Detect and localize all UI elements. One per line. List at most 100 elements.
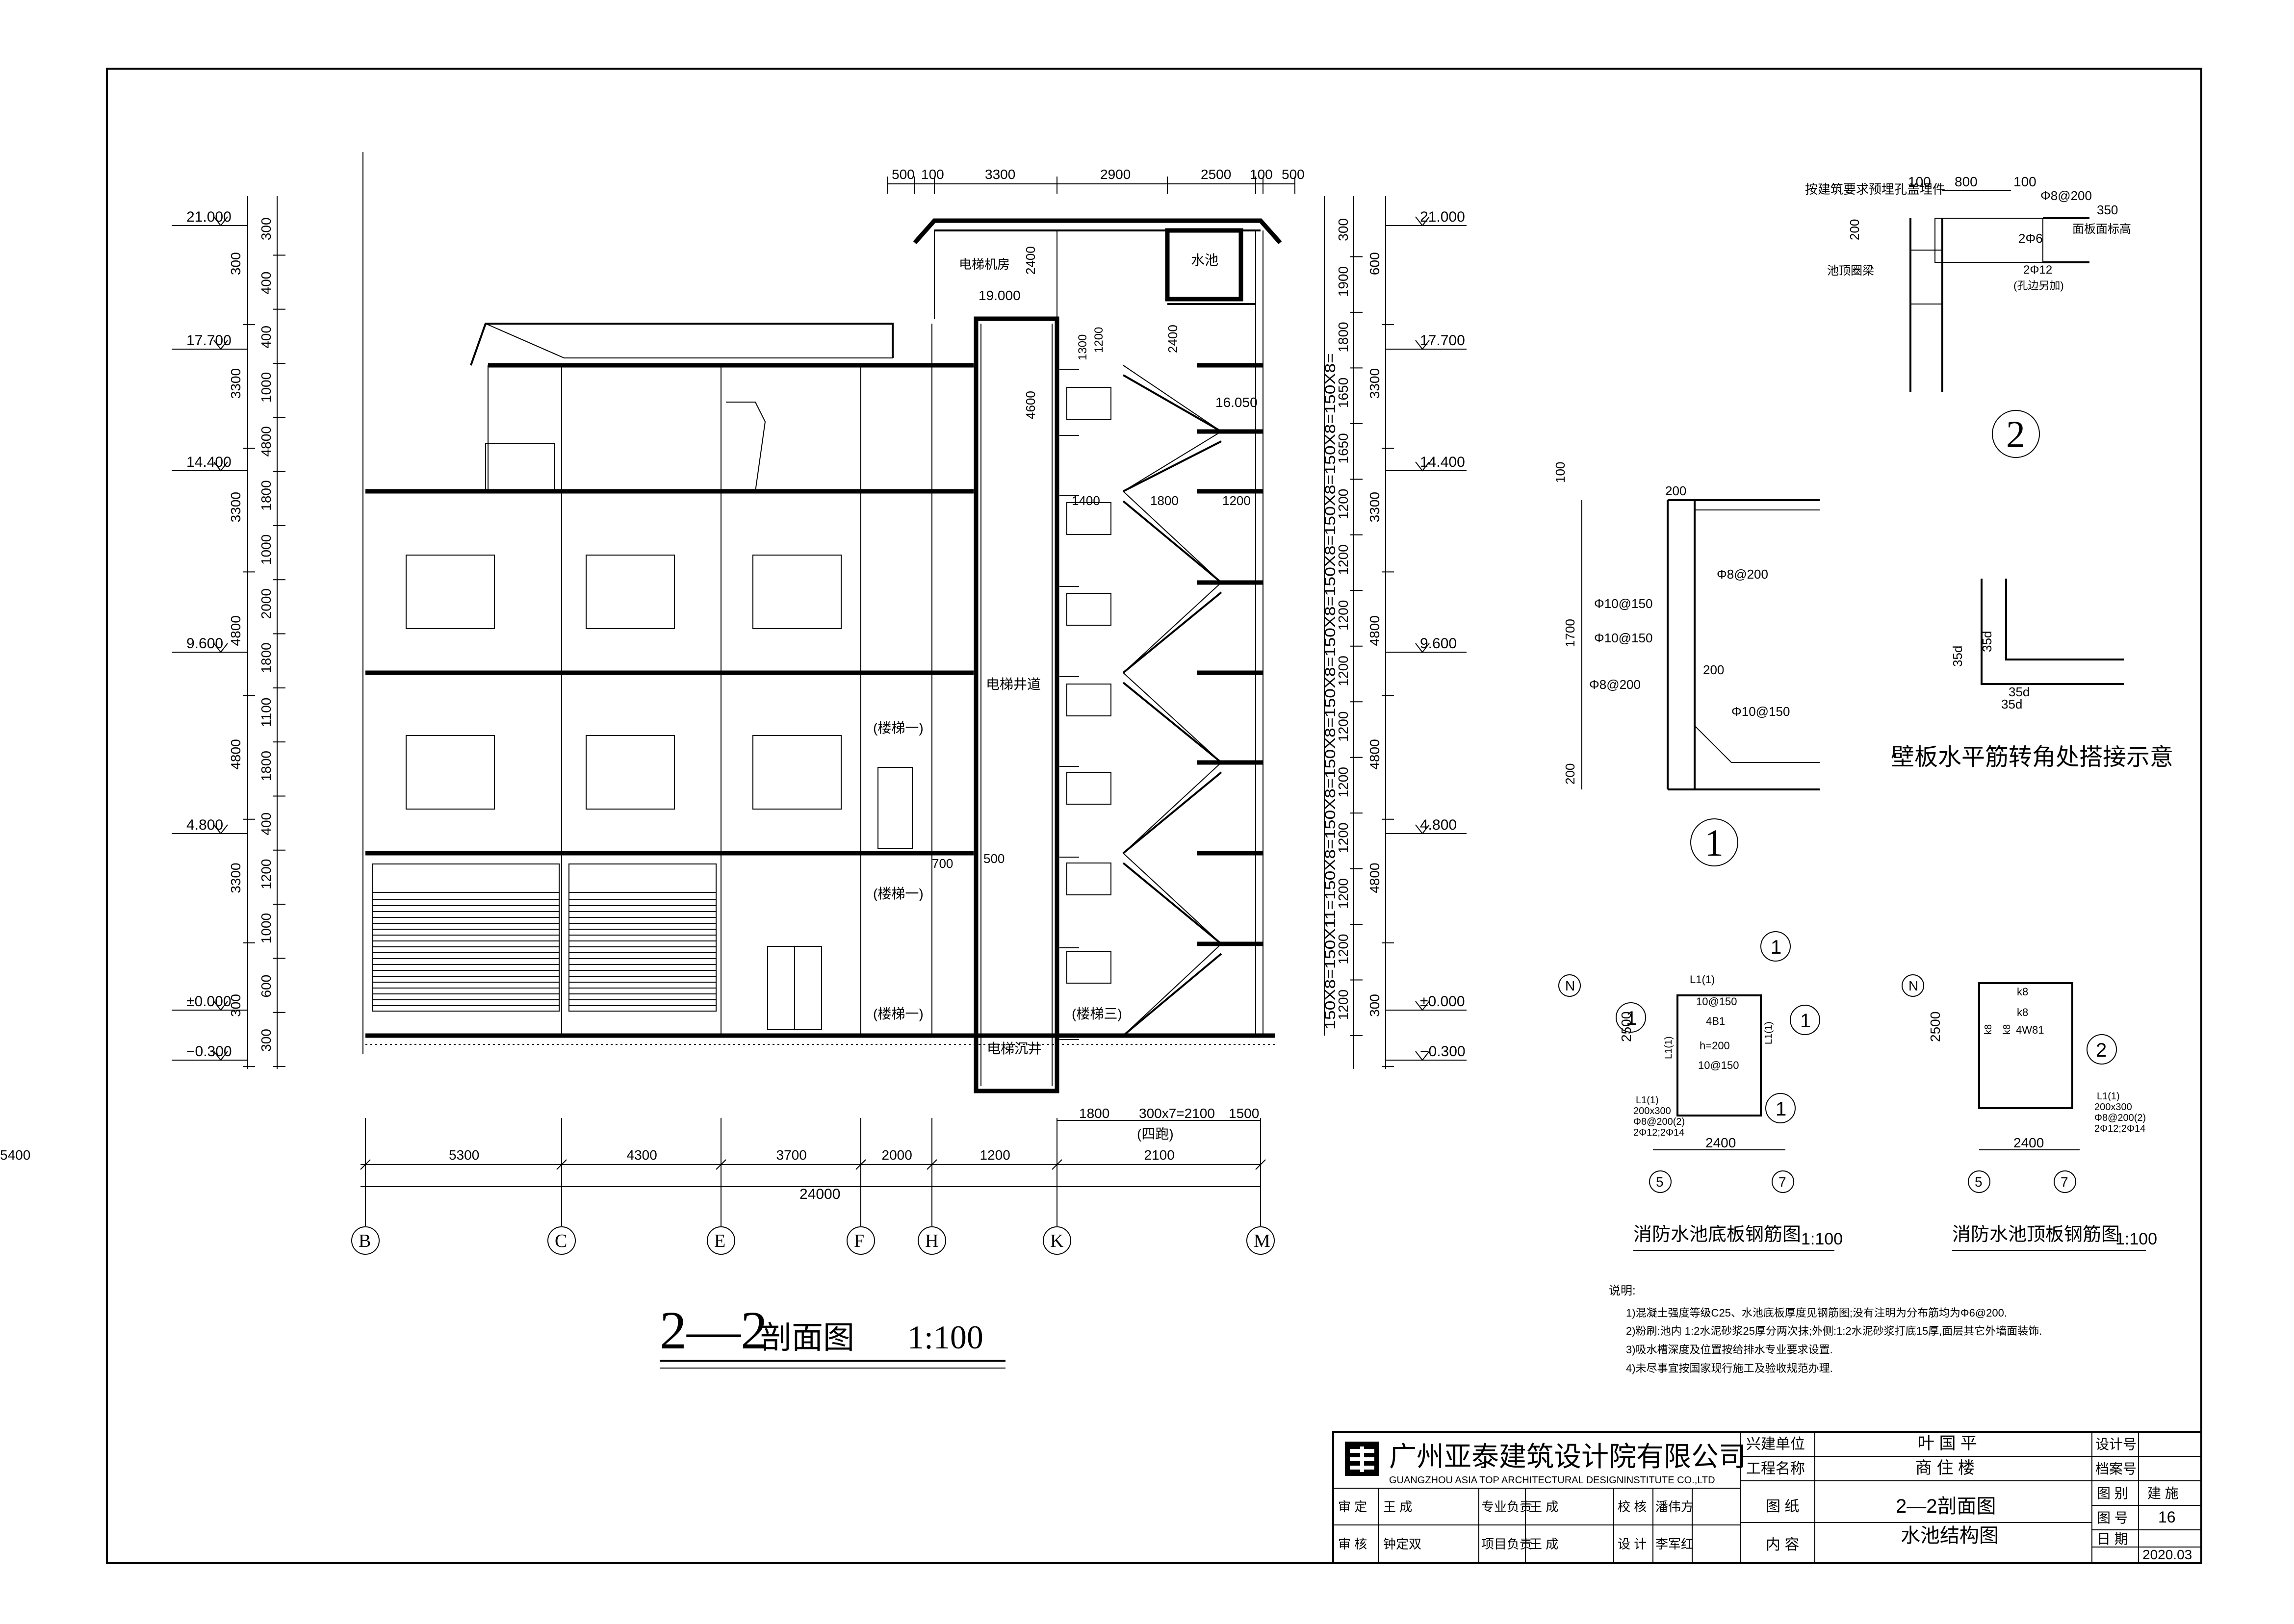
dimension-label: 1650 bbox=[1336, 378, 1351, 408]
svg-text:10@150: 10@150 bbox=[1698, 1059, 1739, 1071]
svg-text:3)吸水槽深度及位置按给排水专业要求设置.: 3)吸水槽深度及位置按给排水专业要求设置. bbox=[1626, 1344, 1833, 1356]
svg-text:2Φ12;2Φ14: 2Φ12;2Φ14 bbox=[1633, 1127, 1684, 1138]
elevation-label: ±0.000 bbox=[1420, 993, 1465, 1010]
svg-text:档案号: 档案号 bbox=[2095, 1461, 2137, 1476]
windows-floor2 bbox=[406, 735, 842, 810]
dimension-label: 1650 bbox=[1336, 433, 1351, 463]
axis-label: K bbox=[1050, 1231, 1064, 1251]
svg-text:k8: k8 bbox=[2017, 986, 2028, 998]
label-stair3: (楼梯三) bbox=[1072, 1006, 1122, 1021]
dimension-label: 1000 bbox=[258, 534, 274, 565]
label-elev-19: 19.000 bbox=[979, 288, 1021, 303]
svg-text:2Φ6: 2Φ6 bbox=[2018, 231, 2043, 246]
svg-text:王 成: 王 成 bbox=[1383, 1499, 1412, 1514]
svg-text:项目负责: 项目负责 bbox=[1481, 1537, 1532, 1551]
svg-text:800: 800 bbox=[1955, 174, 1978, 189]
svg-text:2—2剖面图: 2—2剖面图 bbox=[1896, 1496, 1996, 1517]
dimension-label: 300 bbox=[258, 1029, 274, 1052]
svg-text:7: 7 bbox=[2061, 1174, 2068, 1190]
elevation-label: 9.600 bbox=[1420, 635, 1457, 652]
dimension-label: 1200 bbox=[980, 1147, 1010, 1163]
axis-label: E bbox=[714, 1231, 725, 1251]
svg-text:说明:: 说明: bbox=[1609, 1284, 1636, 1297]
dimension-label: 4800 bbox=[228, 615, 243, 646]
dim-700: 700 bbox=[932, 856, 953, 871]
corner-detail: 35d 35d 35d 35d 壁板水平筋转角处搭接示意 bbox=[1891, 579, 2173, 770]
dimension-label: 4800 bbox=[258, 426, 274, 457]
dimension-label: 3300 bbox=[228, 368, 243, 399]
svg-text:L1(1): L1(1) bbox=[1636, 1095, 1659, 1106]
svg-text:5: 5 bbox=[1656, 1174, 1664, 1190]
dim-2400b: 2400 bbox=[1165, 325, 1180, 353]
svg-text:2—2: 2—2 bbox=[660, 1300, 768, 1360]
svg-text:35d: 35d bbox=[2001, 697, 2022, 711]
svg-text:200x300: 200x300 bbox=[1633, 1106, 1671, 1116]
dimension-label: 100 bbox=[921, 167, 944, 182]
dim-1400: 1400 bbox=[1072, 493, 1100, 508]
svg-text:1: 1 bbox=[1776, 1098, 1786, 1120]
elevation-label: 17.700 bbox=[1420, 332, 1465, 349]
svg-text:2Φ12;2Φ14: 2Φ12;2Φ14 bbox=[2094, 1123, 2145, 1134]
dimension-label: 1200 bbox=[1336, 711, 1351, 742]
svg-text:Φ10@150: Φ10@150 bbox=[1731, 704, 1790, 719]
dim-2400a: 2400 bbox=[1023, 246, 1038, 275]
svg-text:剖面图: 剖面图 bbox=[760, 1320, 854, 1355]
svg-text:h=200: h=200 bbox=[1700, 1040, 1730, 1052]
svg-text:1: 1 bbox=[1626, 1008, 1637, 1029]
dimension-label: 4300 bbox=[627, 1147, 657, 1163]
axis-label: M bbox=[1254, 1231, 1270, 1251]
svg-text:商 住 楼: 商 住 楼 bbox=[1915, 1459, 1975, 1477]
axis-label: H bbox=[925, 1231, 938, 1251]
dimension-label: 2000 bbox=[258, 588, 274, 619]
right-dims-inner: 1200120012001200120012001200120012001200… bbox=[1336, 218, 1363, 1036]
dimension-label: 3700 bbox=[776, 1147, 807, 1163]
svg-text:4B1: 4B1 bbox=[1706, 1015, 1725, 1027]
company-logo bbox=[1345, 1442, 1379, 1476]
dim-1800-stair: 1800 bbox=[1150, 493, 1179, 508]
dimension-label: 500 bbox=[892, 167, 915, 182]
svg-text:350: 350 bbox=[2097, 203, 2118, 217]
svg-text:1: 1 bbox=[1704, 821, 1724, 864]
dimension-label: 1900 bbox=[1336, 266, 1351, 297]
dim-500: 500 bbox=[983, 851, 1005, 866]
svg-text:图 别: 图 别 bbox=[2097, 1486, 2128, 1501]
dimension-label: 600 bbox=[258, 975, 274, 998]
elevation-label: 4.800 bbox=[186, 817, 223, 833]
svg-text:面板面标高: 面板面标高 bbox=[2072, 223, 2131, 236]
dimension-label: 1200 bbox=[1336, 767, 1351, 797]
stair-dims-note: (四跑) bbox=[1137, 1126, 1174, 1142]
elevation-label: 17.700 bbox=[186, 332, 232, 349]
svg-text:Φ8@200(2): Φ8@200(2) bbox=[1633, 1116, 1685, 1127]
svg-text:日 期: 日 期 bbox=[2097, 1531, 2128, 1547]
dimension-label: 300 bbox=[1336, 218, 1351, 241]
svg-text:L1(1): L1(1) bbox=[1763, 1021, 1774, 1044]
dimension-label: 1200 bbox=[258, 859, 274, 889]
label-machine-room: 电梯机房 bbox=[959, 257, 1010, 272]
svg-text:2)粉刷:池内 1:2水泥砂浆25厚分两次抹;外侧:1:2水: 2)粉刷:池内 1:2水泥砂浆25厚分两次抹;外侧:1:2水泥砂浆打底15厚,面… bbox=[1626, 1325, 2042, 1337]
svg-text:16: 16 bbox=[2158, 1508, 2176, 1526]
dimension-label: 3300 bbox=[228, 492, 243, 522]
svg-text:Φ10@150: Φ10@150 bbox=[1594, 596, 1652, 611]
title-block: 广州亚泰建筑设计院有限公司 GUANGZHOU ASIA TOP ARCHITE… bbox=[1332, 1431, 2202, 1564]
dimension-label: 1800 bbox=[258, 480, 274, 510]
notes: 说明: 1)混凝土强度等级C25、水池底板厚度见钢筋图;没有注明为分布筋均为Φ6… bbox=[1609, 1284, 2042, 1374]
elevation-label: ±0.000 bbox=[186, 993, 232, 1010]
svg-text:2500: 2500 bbox=[1928, 1012, 1943, 1042]
label-stair1-c: (楼梯一) bbox=[873, 1006, 924, 1021]
dimension-label: 100 bbox=[1250, 167, 1273, 182]
svg-text:李军红: 李军红 bbox=[1655, 1537, 1694, 1551]
roller-shutters bbox=[372, 863, 717, 1012]
label-stair1-b: (楼梯一) bbox=[873, 886, 924, 901]
svg-text:35d: 35d bbox=[2009, 685, 2030, 699]
stair-flights bbox=[1059, 363, 1263, 1040]
svg-text:Φ8@200: Φ8@200 bbox=[2040, 188, 2092, 203]
svg-text:100: 100 bbox=[2013, 174, 2036, 189]
dimension-label: 1000 bbox=[258, 372, 274, 403]
company-name-en: GUANGZHOU ASIA TOP ARCHITECTURAL DESIGNI… bbox=[1389, 1475, 1715, 1486]
dimension-label: 1200 bbox=[1336, 656, 1351, 686]
